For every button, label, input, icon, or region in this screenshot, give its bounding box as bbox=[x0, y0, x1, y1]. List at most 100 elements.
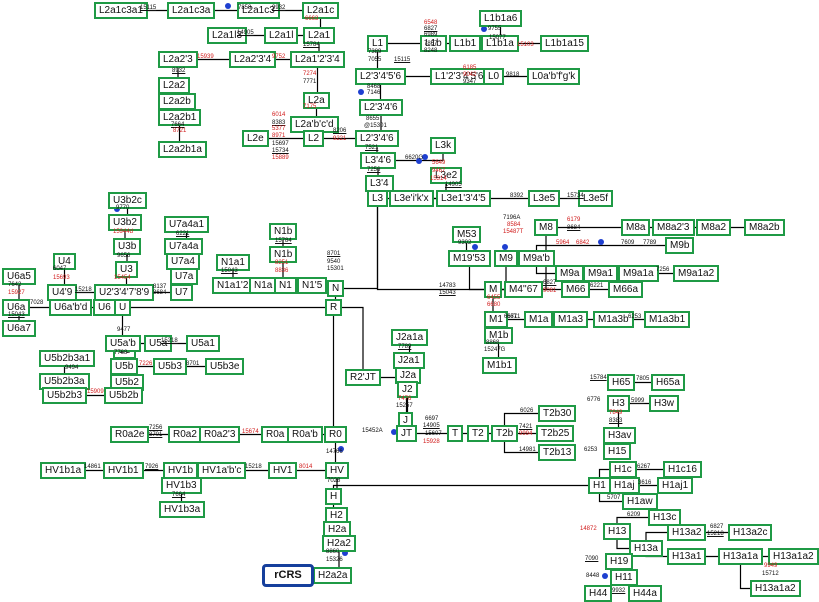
haplogroup-node-h3w[interactable]: H3w bbox=[649, 395, 680, 412]
haplogroup-node-hv[interactable]: HV bbox=[325, 462, 349, 479]
haplogroup-node-t2b30[interactable]: T2b30 bbox=[538, 405, 577, 422]
haplogroup-node-l2a1l[interactable]: L2a1l bbox=[264, 27, 299, 44]
haplogroup-node-h13a1a2b[interactable]: H13a1a2 bbox=[750, 580, 801, 597]
haplogroup-node-n1b2[interactable]: N1b bbox=[269, 246, 298, 263]
haplogroup-node-l3e1-3-4-5[interactable]: L3e1'3'4'5 bbox=[436, 190, 491, 207]
haplogroup-node-l3-4-6[interactable]: L3'4'6 bbox=[360, 152, 397, 169]
haplogroup-node-t2b[interactable]: T2b bbox=[491, 425, 519, 442]
haplogroup-node-h65[interactable]: H65 bbox=[607, 374, 636, 391]
haplogroup-node-l1[interactable]: L1 bbox=[367, 35, 389, 52]
haplogroup-node-u6a-b-d[interactable]: U6a'b'd bbox=[49, 299, 93, 316]
haplogroup-node-u[interactable]: U bbox=[114, 299, 132, 316]
haplogroup-node-u5a[interactable]: U5a bbox=[144, 335, 173, 352]
haplogroup-node-l2a1c[interactable]: L2a1c bbox=[302, 2, 340, 19]
haplogroup-node-hv1b3a[interactable]: HV1b3a bbox=[159, 501, 206, 518]
haplogroup-node-h65a[interactable]: H65a bbox=[651, 374, 685, 391]
haplogroup-node-m9a1[interactable]: M9a1 bbox=[583, 265, 619, 282]
haplogroup-node-l1b[interactable]: L1b bbox=[420, 35, 447, 52]
haplogroup-node-l2a1[interactable]: L2a1 bbox=[303, 27, 336, 44]
haplogroup-node-l2a2b1a[interactable]: L2a2b1a bbox=[158, 141, 207, 158]
haplogroup-node-r0a-b[interactable]: R0a'b bbox=[287, 426, 323, 443]
haplogroup-node-l2e[interactable]: L2e bbox=[242, 130, 269, 147]
haplogroup-node-l2a2-3-4[interactable]: L2a2'3'4 bbox=[229, 51, 277, 68]
haplogroup-node-n1-5[interactable]: N1'5 bbox=[297, 277, 328, 294]
haplogroup-node-l2a1l3[interactable]: L2a1l3 bbox=[207, 27, 248, 44]
haplogroup-node-l0[interactable]: L0 bbox=[483, 68, 505, 85]
haplogroup-node-h13[interactable]: H13 bbox=[603, 523, 632, 540]
haplogroup-node-l0a-b-f-g-k[interactable]: L0a'b'f'g'k bbox=[527, 68, 581, 85]
haplogroup-node-u5a1[interactable]: U5a1 bbox=[186, 335, 220, 352]
haplogroup-node-h13a2c[interactable]: H13a2c bbox=[728, 524, 773, 541]
haplogroup-node-u5b2b3[interactable]: U5b2b3 bbox=[42, 387, 88, 404]
haplogroup-node-hv1a-b-c[interactable]: HV1a'b'c bbox=[197, 462, 247, 479]
haplogroup-node-h13a1a[interactable]: H13a1a bbox=[718, 548, 764, 565]
haplogroup-node-m8a2b[interactable]: M8a2b bbox=[744, 219, 785, 236]
haplogroup-node-l2-3-4-6c[interactable]: L2'3'4'6 bbox=[355, 130, 399, 147]
haplogroup-node-m1a3b1[interactable]: M1a3b1 bbox=[644, 311, 691, 328]
haplogroup-node-l2a2b1[interactable]: L2a2b1 bbox=[158, 109, 202, 126]
haplogroup-node-h13a[interactable]: H13a bbox=[629, 540, 663, 557]
haplogroup-node-h11[interactable]: H11 bbox=[610, 569, 638, 586]
haplogroup-node-h13a2[interactable]: H13a2 bbox=[667, 524, 707, 541]
haplogroup-node-l2-3-4-6[interactable]: L2'3'4'5'6 bbox=[355, 68, 407, 85]
haplogroup-node-m4-67[interactable]: M4''67 bbox=[504, 281, 543, 298]
haplogroup-node-l1b1a15[interactable]: L1b1a15 bbox=[540, 35, 589, 52]
haplogroup-node-l2a1c3a[interactable]: L2a1c3a bbox=[167, 2, 216, 19]
haplogroup-node-l3e5[interactable]: L3e5 bbox=[528, 190, 561, 207]
haplogroup-node-u5b3e[interactable]: U5b3e bbox=[205, 358, 245, 375]
haplogroup-node-u3b2[interactable]: U3b2 bbox=[108, 214, 142, 231]
haplogroup-node-l2[interactable]: L2 bbox=[303, 130, 325, 147]
haplogroup-node-u3b[interactable]: U3b bbox=[113, 238, 142, 255]
haplogroup-node-h3[interactable]: H3 bbox=[607, 395, 630, 412]
haplogroup-node-h1aw[interactable]: H1aw bbox=[622, 493, 658, 510]
haplogroup-node-r0[interactable]: R0 bbox=[324, 426, 347, 443]
haplogroup-node-l2a2-3[interactable]: L2a2'3 bbox=[158, 51, 198, 68]
haplogroup-node-l3e2[interactable]: L3e2 bbox=[430, 167, 463, 184]
haplogroup-node-l2a1-2-3-4[interactable]: L2a1'2'3'4 bbox=[290, 51, 345, 68]
haplogroup-node-h13a1a2[interactable]: H13a1a2 bbox=[768, 548, 819, 565]
haplogroup-node-h1aj1[interactable]: H1aj1 bbox=[657, 477, 694, 494]
haplogroup-node-m1b1[interactable]: M1b1 bbox=[482, 357, 518, 374]
haplogroup-node-m66[interactable]: M66 bbox=[561, 281, 591, 298]
haplogroup-node-m1a3[interactable]: M1a3 bbox=[553, 311, 589, 328]
haplogroup-node-hv1b1[interactable]: HV1b1 bbox=[103, 462, 144, 479]
haplogroup-node-l1b1a[interactable]: L1b1a bbox=[481, 35, 519, 52]
haplogroup-node-t[interactable]: T bbox=[447, 425, 464, 442]
haplogroup-node-l2-3-4-6b[interactable]: L2'3'4'6 bbox=[359, 99, 403, 116]
root-node-rcrs[interactable]: rCRS bbox=[262, 564, 314, 587]
haplogroup-node-hv1b1a[interactable]: HV1b1a bbox=[40, 462, 87, 479]
haplogroup-node-t2[interactable]: T2 bbox=[467, 425, 489, 442]
haplogroup-node-n1b[interactable]: N1b bbox=[269, 223, 298, 240]
haplogroup-node-r[interactable]: R bbox=[325, 299, 343, 316]
haplogroup-node-hv1[interactable]: HV1 bbox=[268, 462, 298, 479]
haplogroup-node-m66a[interactable]: M66a bbox=[608, 281, 644, 298]
haplogroup-node-h15[interactable]: H15 bbox=[603, 443, 632, 460]
haplogroup-node-j2a1a[interactable]: J2a1a bbox=[391, 329, 429, 346]
haplogroup-node-u3[interactable]: U3 bbox=[115, 261, 138, 278]
haplogroup-node-l1-2-3-4-5-6[interactable]: L1'2'3'4'5'6 bbox=[430, 68, 489, 85]
haplogroup-node-u4[interactable]: U4 bbox=[53, 253, 76, 270]
haplogroup-node-l2a1c3[interactable]: L2a1c3 bbox=[237, 2, 280, 19]
haplogroup-node-r0a[interactable]: R0a bbox=[261, 426, 290, 443]
haplogroup-node-m8a[interactable]: M8a bbox=[621, 219, 651, 236]
haplogroup-node-l1b1[interactable]: L1b1 bbox=[449, 35, 482, 52]
haplogroup-node-n1[interactable]: N1 bbox=[274, 277, 297, 294]
haplogroup-node-h13a1[interactable]: H13a1 bbox=[667, 548, 707, 565]
haplogroup-node-m53[interactable]: M53 bbox=[452, 226, 482, 243]
haplogroup-node-u6a7[interactable]: U6a7 bbox=[2, 320, 36, 337]
haplogroup-node-h2[interactable]: H2 bbox=[325, 507, 348, 524]
haplogroup-node-m9a1a2[interactable]: M9a1a2 bbox=[673, 265, 720, 282]
haplogroup-node-j2[interactable]: J2 bbox=[397, 381, 418, 398]
haplogroup-node-n[interactable]: N bbox=[327, 280, 345, 297]
haplogroup-node-r2-jt[interactable]: R2'JT bbox=[345, 369, 381, 386]
haplogroup-node-u5b2b[interactable]: U5b2b bbox=[104, 387, 144, 404]
haplogroup-node-hv1b3[interactable]: HV1b3 bbox=[161, 477, 202, 494]
haplogroup-node-l3e5f[interactable]: L3e5f bbox=[578, 190, 614, 207]
haplogroup-node-u7a4a1[interactable]: U7a4a1 bbox=[164, 216, 210, 233]
haplogroup-node-r0a2e[interactable]: R0a2e bbox=[110, 426, 150, 443]
haplogroup-node-l3[interactable]: L3 bbox=[367, 190, 389, 207]
haplogroup-node-m8a2-3[interactable]: M8a2'3 bbox=[652, 219, 695, 236]
haplogroup-node-h44a[interactable]: H44a bbox=[628, 585, 662, 602]
haplogroup-node-u6a5[interactable]: U6a5 bbox=[2, 268, 36, 285]
haplogroup-node-m8a2[interactable]: M8a2 bbox=[696, 219, 732, 236]
